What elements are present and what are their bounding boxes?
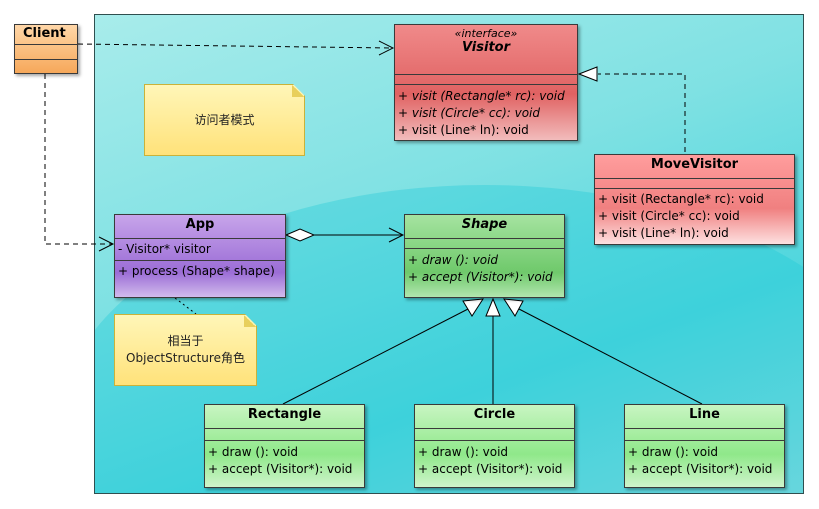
operation: + visit (Circle* cc): void: [598, 209, 740, 223]
note-object-structure[interactable]: 相当于 ObjectStructure角色: [114, 314, 257, 386]
attributes-compartment: [405, 239, 564, 249]
class-rectangle[interactable]: Rectangle + draw (): void + accept (Visi…: [204, 404, 365, 488]
class-name: Shape: [405, 215, 564, 239]
class-name: Visitor: [461, 40, 511, 55]
note-text-line: 相当于: [167, 334, 204, 348]
operations-compartment: + draw (): void + accept (Visitor*): voi…: [405, 249, 564, 286]
operation: + accept (Visitor*): void: [408, 270, 553, 284]
class-header: «interface» Visitor: [395, 25, 577, 75]
rectangle-generalization: [282, 308, 469, 405]
class-movevisitor[interactable]: MoveVisitor + visit (Rectangle* rc): voi…: [594, 154, 795, 245]
class-shape[interactable]: Shape + draw (): void + accept (Visitor*…: [404, 214, 565, 298]
operation: + accept (Visitor*): void: [208, 462, 353, 476]
note-pattern-name[interactable]: 访问者模式: [144, 84, 305, 156]
class-name: Line: [625, 405, 784, 429]
client-app-dependency: [44, 74, 112, 245]
operation: + visit (Line* ln): void: [398, 123, 529, 137]
operations-compartment: + draw (): void + accept (Visitor*): voi…: [625, 441, 784, 478]
line-generalization-arrowhead: [503, 298, 524, 317]
class-line[interactable]: Line + draw (): void + accept (Visitor*)…: [624, 404, 785, 488]
operation: + visit (Rectangle* rc): void: [398, 89, 565, 103]
operations-compartment: + draw (): void + accept (Visitor*): voi…: [205, 441, 364, 478]
attributes-compartment: [415, 429, 574, 441]
class-name: Client: [15, 25, 77, 45]
attributes-compartment: [15, 45, 77, 60]
operation: + visit (Line* ln): void: [598, 226, 729, 240]
operations-compartment: + visit (Rectangle* rc): void + visit (C…: [395, 85, 577, 139]
note-text: 访问者模式: [194, 113, 255, 127]
aggregation-diamond: [284, 228, 316, 242]
operation: + accept (Visitor*): void: [418, 462, 563, 476]
attributes-compartment: [625, 429, 784, 441]
operations-compartment: + draw (): void + accept (Visitor*): voi…: [415, 441, 574, 478]
operation: + accept (Visitor*): void: [628, 462, 773, 476]
operation: + visit (Rectangle* rc): void: [598, 192, 764, 206]
operation: + draw (): void: [408, 253, 499, 267]
stereotype-label: «interface»: [454, 27, 518, 40]
class-client[interactable]: Client: [14, 24, 78, 74]
attributes-compartment: [595, 179, 794, 189]
line-generalization: [518, 308, 703, 405]
operation: + draw (): void: [628, 445, 719, 459]
attributes-compartment: - Visitor* visitor: [115, 239, 285, 261]
class-circle[interactable]: Circle + draw (): void + accept (Visitor…: [414, 404, 575, 488]
note-anchor-line: [174, 297, 197, 315]
attribute: - Visitor* visitor: [118, 242, 211, 256]
client-visitor-arrowhead: [378, 40, 395, 56]
circle-generalization-arrowhead: [485, 297, 501, 317]
operation: + visit (Circle* cc): void: [398, 106, 540, 120]
class-name: Circle: [415, 405, 574, 429]
realization-arrowhead: [577, 66, 598, 82]
operation: + draw (): void: [418, 445, 509, 459]
class-name: App: [115, 215, 285, 239]
class-app[interactable]: App - Visitor* visitor + process (Shape*…: [114, 214, 286, 298]
aggregation-arrowhead: [388, 227, 405, 243]
client-visitor-dependency: [77, 43, 393, 49]
attributes-compartment: [205, 429, 364, 441]
attributes-compartment: [395, 75, 577, 85]
operations-compartment: [15, 60, 77, 75]
client-app-arrowhead: [98, 236, 115, 252]
operation: + draw (): void: [208, 445, 299, 459]
operations-compartment: + visit (Rectangle* rc): void + visit (C…: [595, 189, 794, 242]
class-name: Rectangle: [205, 405, 364, 429]
rectangle-generalization-arrowhead: [462, 298, 484, 317]
movevisitor-realization: [598, 73, 686, 152]
note-text-line: ObjectStructure角色: [126, 351, 245, 365]
operation: + process (Shape* shape): [118, 264, 275, 278]
class-visitor[interactable]: «interface» Visitor + visit (Rectangle* …: [394, 24, 578, 141]
operations-compartment: + process (Shape* shape): [115, 261, 285, 280]
note-text-block: 相当于 ObjectStructure角色: [115, 333, 256, 367]
class-name: MoveVisitor: [595, 155, 794, 179]
